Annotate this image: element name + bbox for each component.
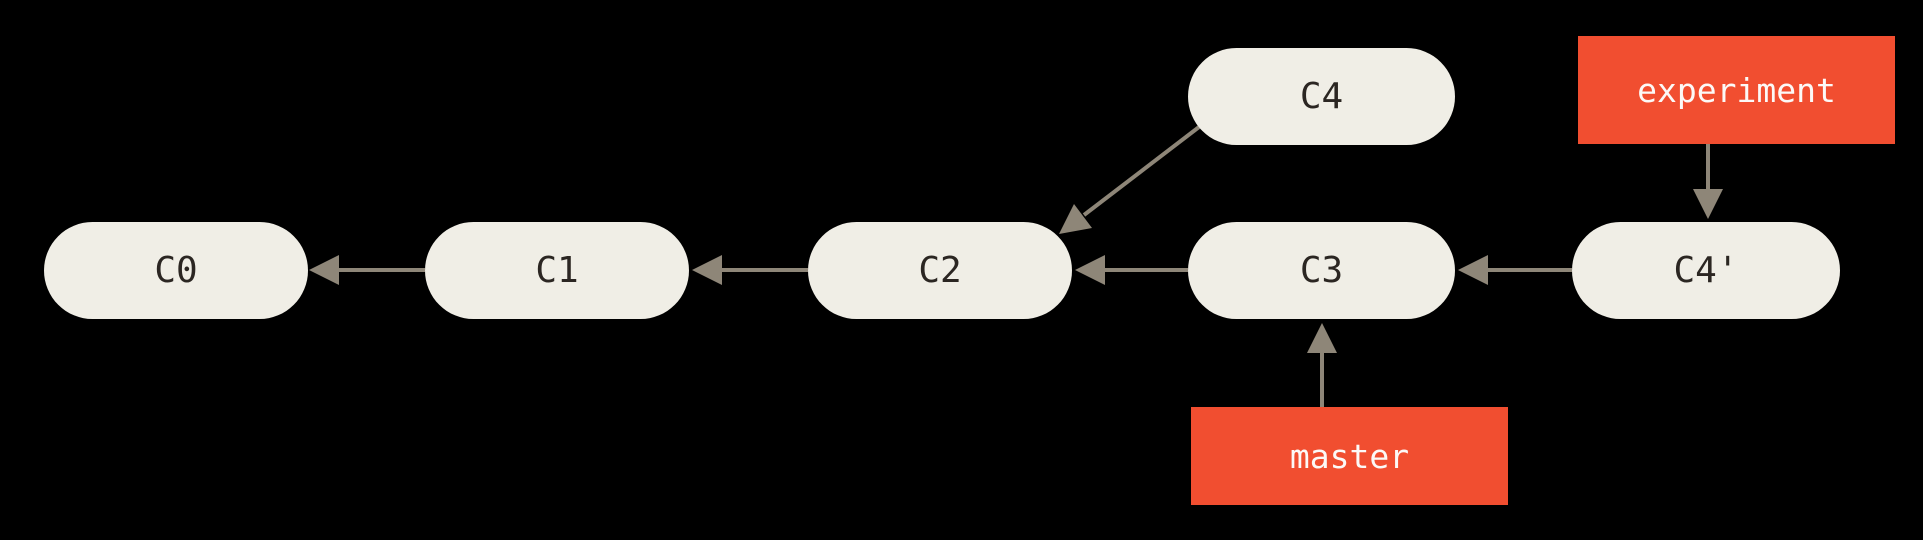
- commit-node-c0: C0: [44, 222, 308, 319]
- arrow-c4-to-c2: [1059, 125, 1201, 234]
- arrow-c3-to-c2: [1075, 255, 1188, 285]
- branch-label-master: master: [1191, 407, 1508, 505]
- arrow-experiment-to-c4prime: [1693, 144, 1723, 219]
- commit-node-c1: C1: [425, 222, 689, 319]
- commit-node-c3: C3: [1188, 222, 1455, 319]
- commit-node-c2: C2: [808, 222, 1072, 319]
- arrow-c4prime-to-c3: [1458, 255, 1572, 285]
- commit-node-c4-prime: C4': [1572, 222, 1840, 319]
- branch-label-experiment: experiment: [1578, 36, 1895, 144]
- arrow-c1-to-c0: [309, 255, 425, 285]
- commit-node-c4: C4: [1188, 48, 1455, 145]
- arrow-master-to-c3: [1307, 323, 1337, 407]
- arrow-c2-to-c1: [692, 255, 808, 285]
